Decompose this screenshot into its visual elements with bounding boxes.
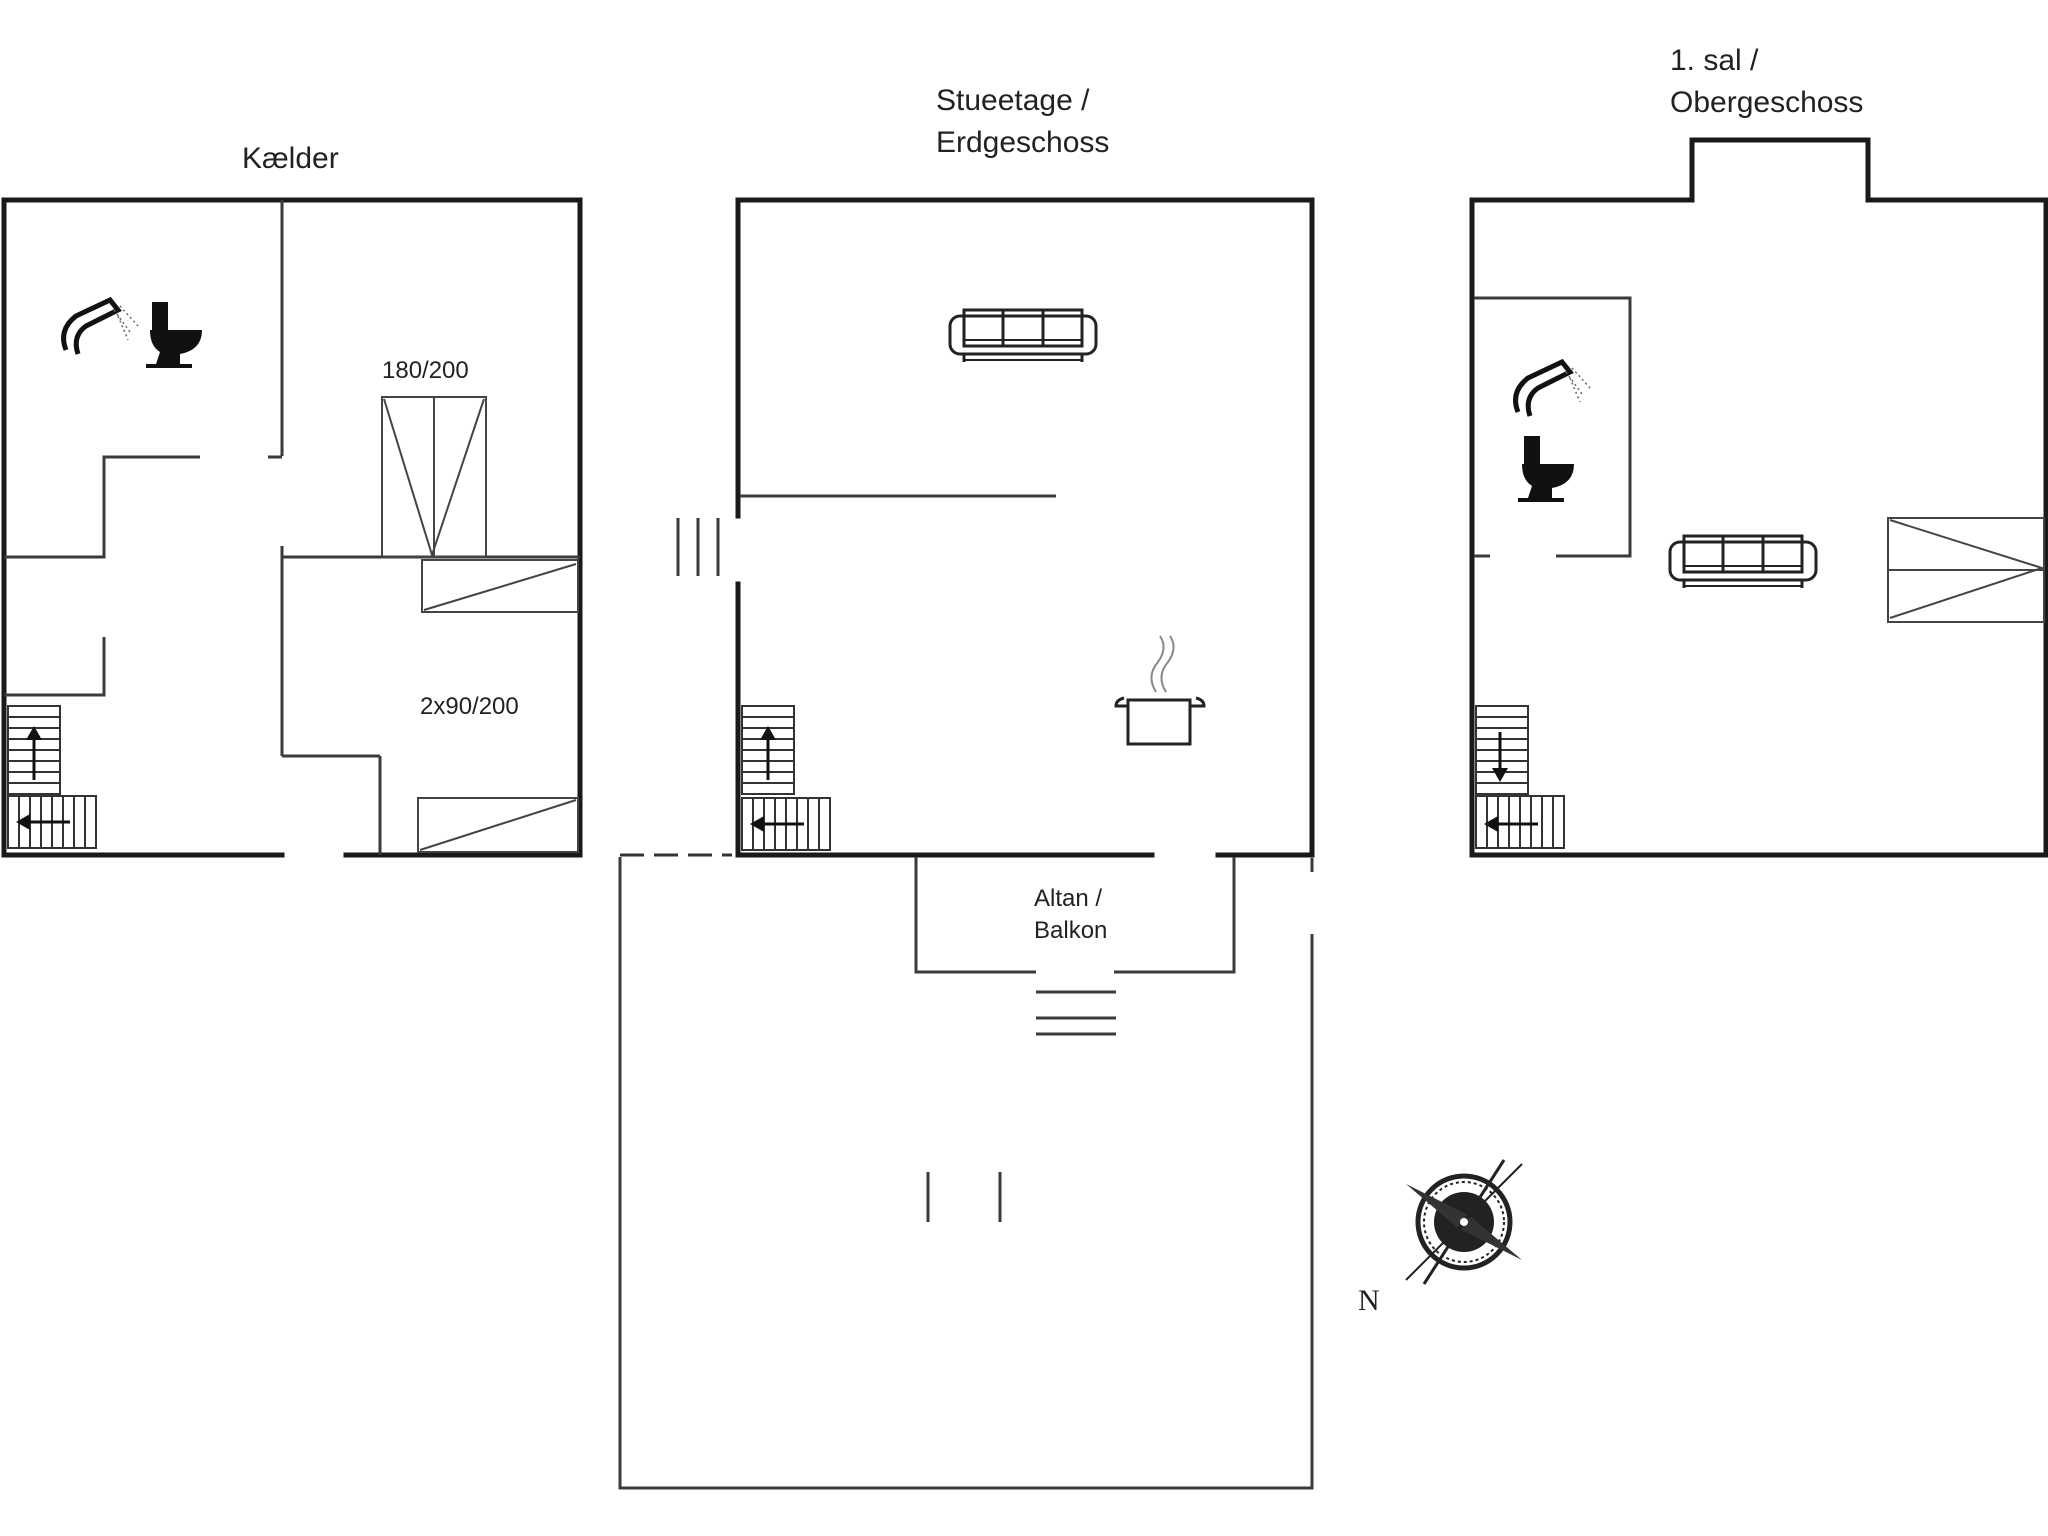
sofa-icon [1668, 534, 1818, 590]
ground-title-line1: Stueetage / [936, 84, 1090, 117]
ground-outer-wall [735, 197, 1315, 858]
terrace-outline [618, 853, 1314, 1490]
basement-title: Kælder [242, 142, 339, 175]
upper-title-line1: 1. sal / [1670, 44, 1759, 77]
shower-icon [64, 300, 138, 354]
shower-icon [1516, 362, 1590, 416]
balcony-label-line2: Balkon [1034, 917, 1107, 944]
bed-single-upper [421, 559, 579, 613]
bed-singles-size: 2x90/200 [420, 693, 519, 720]
bed-double: 180/200 [381, 357, 487, 559]
upper-title-line2: Obergeschoss [1670, 86, 1863, 119]
stairs-icon [1475, 705, 1565, 849]
bed-upper [1887, 517, 2046, 623]
entrance-marker [676, 518, 720, 576]
cooking-pot-icon [1114, 634, 1206, 746]
north-label: N [1358, 1284, 1380, 1317]
upper-outer-wall [1469, 137, 2048, 858]
basement-inner-walls [4, 200, 580, 855]
bed-single-lower: 2x90/200 [417, 693, 579, 853]
balcony-label-line1: Altan / [1034, 885, 1102, 912]
compass-rose-icon [1405, 1159, 1523, 1285]
sofa-icon [948, 308, 1098, 364]
upper-bathroom [1474, 296, 1632, 558]
ground-title-line2: Erdgeschoss [936, 126, 1109, 159]
toilet-icon [146, 302, 202, 368]
bed-double-size: 180/200 [382, 357, 469, 384]
stairs-icon [741, 705, 831, 851]
toilet-icon [1518, 436, 1574, 502]
upper-floor: 1. sal / Obergeschoss [1469, 44, 2048, 858]
stairs-icon [7, 705, 97, 849]
basement-floor: Kælder 180/200 2x90/200 [1, 142, 583, 858]
ground-floor: Stueetage / Erdgeschoss Altan / [618, 84, 1315, 1490]
balcony: Altan / Balkon [914, 857, 1236, 1036]
basement-outer-wall [1, 197, 583, 858]
